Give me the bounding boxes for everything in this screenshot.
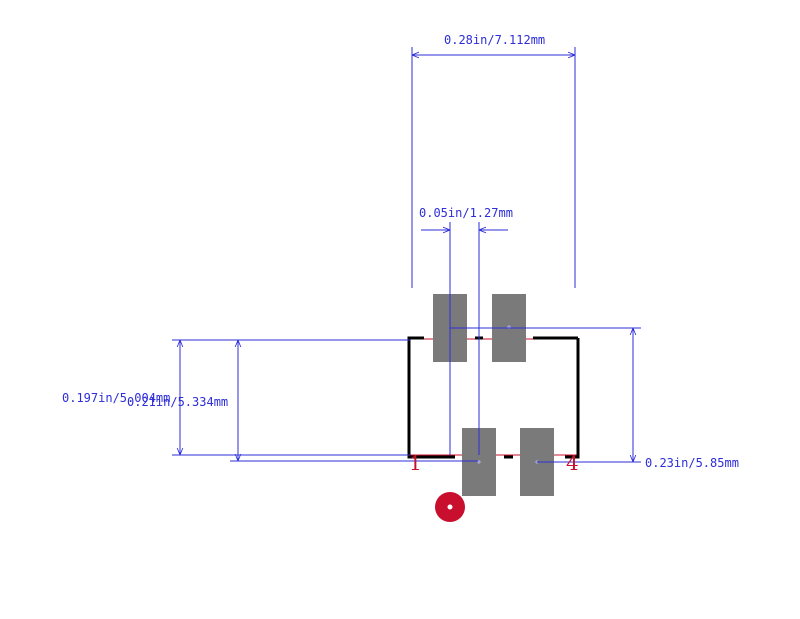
dim-overall-width-label: 0.28in/7.112mm	[444, 33, 545, 47]
pads	[433, 294, 554, 496]
dim-body-height-a-label: 0.197in/5.004mm	[62, 391, 170, 405]
dim-pad-span-label: 0.23in/5.85mm	[645, 456, 739, 470]
dim-body-height-b-label: 0.21in/5.334mm	[127, 395, 228, 409]
pin-1-label: 1	[409, 451, 422, 475]
dim-body-heights	[172, 339, 478, 462]
dim-pad-span	[450, 327, 641, 463]
dim-overall-width	[411, 47, 576, 288]
pin1-marker-icon	[435, 492, 465, 522]
pin-4-label: 4	[566, 451, 579, 475]
dim-pitch-label: 0.05in/1.27mm	[419, 206, 513, 220]
silkscreen-outline	[407, 336, 580, 459]
dim-pitch	[421, 222, 508, 455]
